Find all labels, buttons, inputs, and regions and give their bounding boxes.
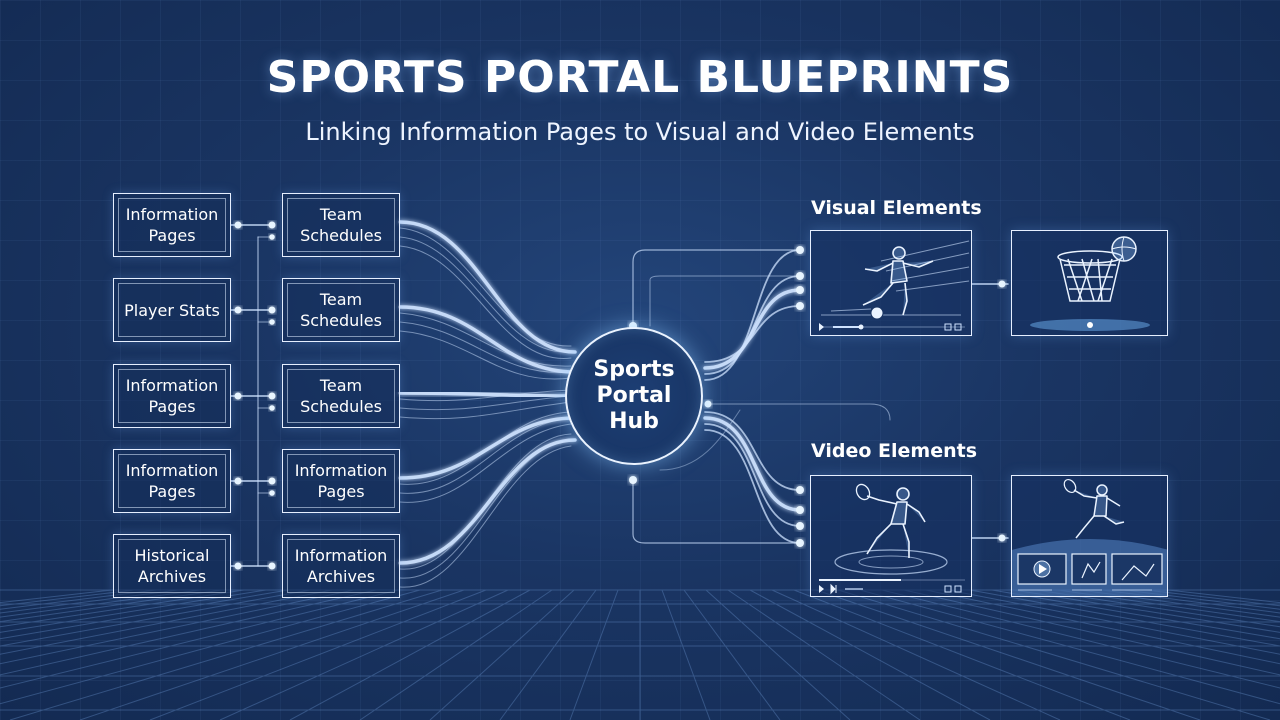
thin-hub-connector xyxy=(399,439,572,579)
connector-dot xyxy=(269,234,275,240)
video-elements-label: Video Elements xyxy=(811,440,978,462)
node-label: Information Pages xyxy=(125,461,219,501)
thin-hub-connector xyxy=(399,227,572,347)
connector-dot xyxy=(796,286,804,294)
connector-dot xyxy=(234,562,242,570)
thin-hub-connector xyxy=(399,330,572,380)
left-node-information-pages-1[interactable]: Information Pages xyxy=(113,193,231,257)
video-connector xyxy=(704,411,801,491)
visual-top-connector xyxy=(632,249,801,327)
visual-panel-soccer[interactable] xyxy=(810,230,972,336)
connector-dot xyxy=(796,506,804,514)
connector-dot xyxy=(796,272,804,280)
connector-dot xyxy=(268,477,276,485)
thin-hub-connector xyxy=(399,423,572,503)
badminton-player-icon xyxy=(1012,478,1167,596)
connector-dot xyxy=(269,490,275,496)
left-node-information-pages-3[interactable]: Information Pages xyxy=(113,449,231,513)
main-hub-connector xyxy=(398,438,577,565)
video-connector xyxy=(704,429,801,544)
connector-dot xyxy=(268,392,276,400)
connector-dot xyxy=(796,302,804,310)
mid-node-information-pages[interactable]: Information Pages xyxy=(282,449,400,513)
visual-panel-basketball[interactable] xyxy=(1011,230,1168,336)
left-node-information-pages-2[interactable]: Information Pages xyxy=(113,364,231,428)
thin-hub-connector xyxy=(399,445,572,588)
connector-dot xyxy=(269,319,275,325)
main-hub-connector xyxy=(398,416,577,480)
connector-dot xyxy=(704,400,712,408)
video-connector xyxy=(704,423,801,527)
connector-dot xyxy=(268,562,276,570)
thin-hub-connector xyxy=(399,433,572,570)
thin-hub-connector xyxy=(399,312,572,367)
connector-dot xyxy=(998,534,1006,542)
left-node-player-stats[interactable]: Player Stats xyxy=(113,278,231,342)
perspective-floor-grid xyxy=(0,589,1280,720)
connector-dot xyxy=(796,522,804,530)
main-hub-connector xyxy=(398,305,577,374)
mid-node-team-schedules-3[interactable]: Team Schedules xyxy=(282,364,400,428)
node-label: Information Pages xyxy=(294,461,388,501)
node-label: Team Schedules xyxy=(300,205,382,245)
connector-dot xyxy=(269,405,275,411)
node-label: Team Schedules xyxy=(300,290,382,330)
visual-connector xyxy=(704,275,801,375)
visual-top-connector xyxy=(649,275,801,327)
thin-hub-connector xyxy=(399,411,572,485)
node-label: Information Pages xyxy=(125,376,219,416)
node-label: Player Stats xyxy=(124,300,220,320)
node-label: Historical Archives xyxy=(134,546,210,586)
thin-hub-connector xyxy=(399,321,572,373)
tennis-player-icon xyxy=(819,483,965,595)
hub-label: Sports Portal Hub xyxy=(593,357,675,434)
connector-dot xyxy=(234,477,242,485)
connector-dot xyxy=(234,221,242,229)
basketball-hoop-icon xyxy=(1030,236,1150,331)
page-subtitle: Linking Information Pages to Visual and … xyxy=(305,118,975,146)
node-label: Information Archives xyxy=(294,546,388,586)
thin-hub-connector xyxy=(399,245,572,359)
thin-hub-connector xyxy=(399,389,572,402)
mid-node-team-schedules-2[interactable]: Team Schedules xyxy=(282,278,400,342)
mid-node-information-archives[interactable]: Information Archives xyxy=(282,534,400,598)
connector-dot xyxy=(998,280,1006,288)
visual-connector xyxy=(703,288,802,370)
thin-hub-connector xyxy=(399,236,572,353)
side-connector xyxy=(707,403,891,421)
video-panel-tennis[interactable] xyxy=(810,475,972,597)
node-label: Information Pages xyxy=(125,205,219,245)
thin-hub-connector xyxy=(399,395,572,411)
video-connector xyxy=(703,416,802,512)
connector-dot xyxy=(234,392,242,400)
visual-connector xyxy=(704,305,801,363)
connector-dot xyxy=(796,486,804,494)
thin-hub-connector xyxy=(399,417,572,494)
visual-elements-label: Visual Elements xyxy=(811,197,982,219)
connector-dot xyxy=(268,306,276,314)
video-panel-badminton[interactable] xyxy=(1011,475,1168,597)
left-node-historical-archives[interactable]: Historical Archives xyxy=(113,534,231,598)
page-title: SPORTS PORTAL BLUEPRINTS xyxy=(266,52,1014,103)
visual-connector xyxy=(704,249,801,381)
sports-portal-hub[interactable]: Sports Portal Hub xyxy=(565,327,703,465)
soccer-player-icon xyxy=(819,240,970,331)
connector-dot xyxy=(796,246,804,254)
floor-grid-lines xyxy=(0,589,1280,720)
connector-dot xyxy=(796,539,804,547)
connector-dot xyxy=(629,476,637,484)
video-bottom-connector xyxy=(632,479,801,544)
main-hub-connector xyxy=(398,220,577,354)
mid-node-team-schedules-1[interactable]: Team Schedules xyxy=(282,193,400,257)
connector-dot xyxy=(234,306,242,314)
side-connector xyxy=(659,409,741,471)
main-hub-connector xyxy=(398,391,577,398)
connector-dot xyxy=(268,221,276,229)
node-label: Team Schedules xyxy=(300,376,382,416)
thin-hub-connector xyxy=(399,401,572,420)
